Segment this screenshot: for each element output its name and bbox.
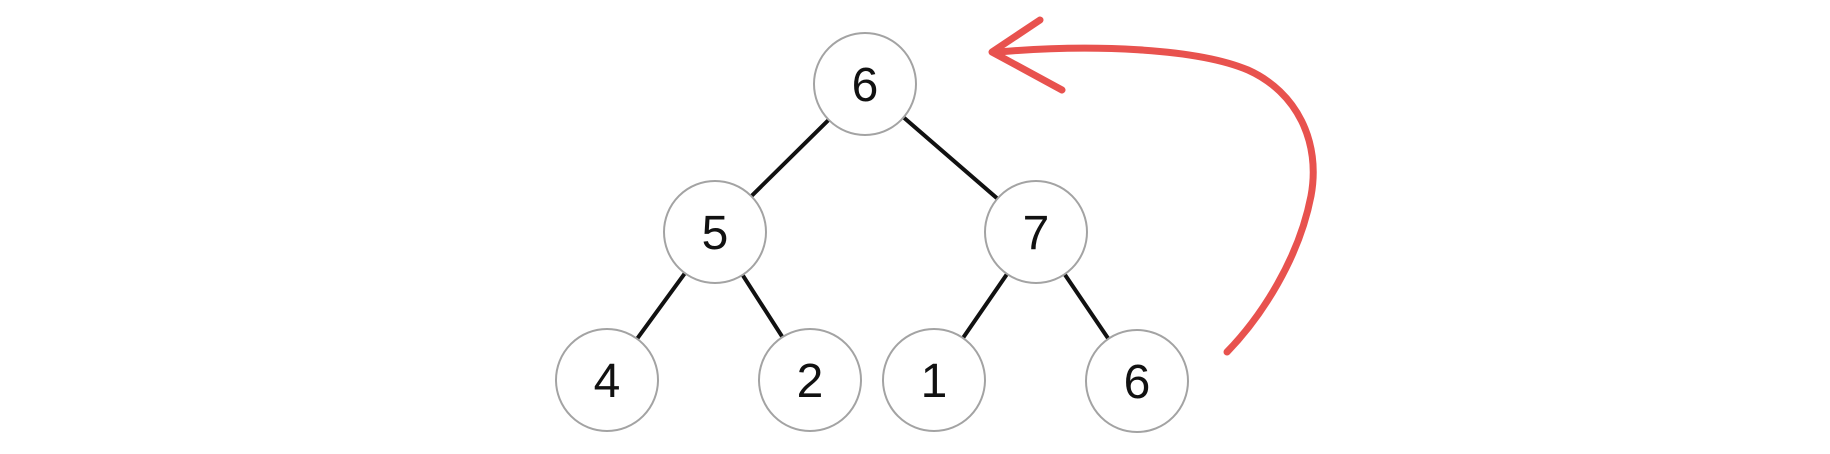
tree-node-label-root: 6	[852, 59, 879, 112]
tree-node-label-R: 7	[1023, 207, 1050, 260]
tree-node-LL	[555, 328, 659, 432]
tree-node-root	[813, 32, 917, 136]
tree-node-label-RL: 1	[921, 355, 948, 408]
tree-node-R	[984, 180, 1088, 284]
annotation-arrow-shaft	[994, 44, 1317, 356]
tree-node-label-LR: 2	[797, 355, 824, 408]
tree-node-LR	[758, 328, 862, 432]
tree-node-label-RR: 6	[1124, 356, 1151, 409]
tree-node-label-LL: 4	[594, 355, 621, 408]
tree-node-RR	[1085, 329, 1189, 433]
tree-node-L	[663, 180, 767, 284]
tree-node-label-L: 5	[702, 207, 729, 260]
annotation-arrow-head	[988, 16, 1066, 94]
tree-node-RL	[882, 328, 986, 432]
